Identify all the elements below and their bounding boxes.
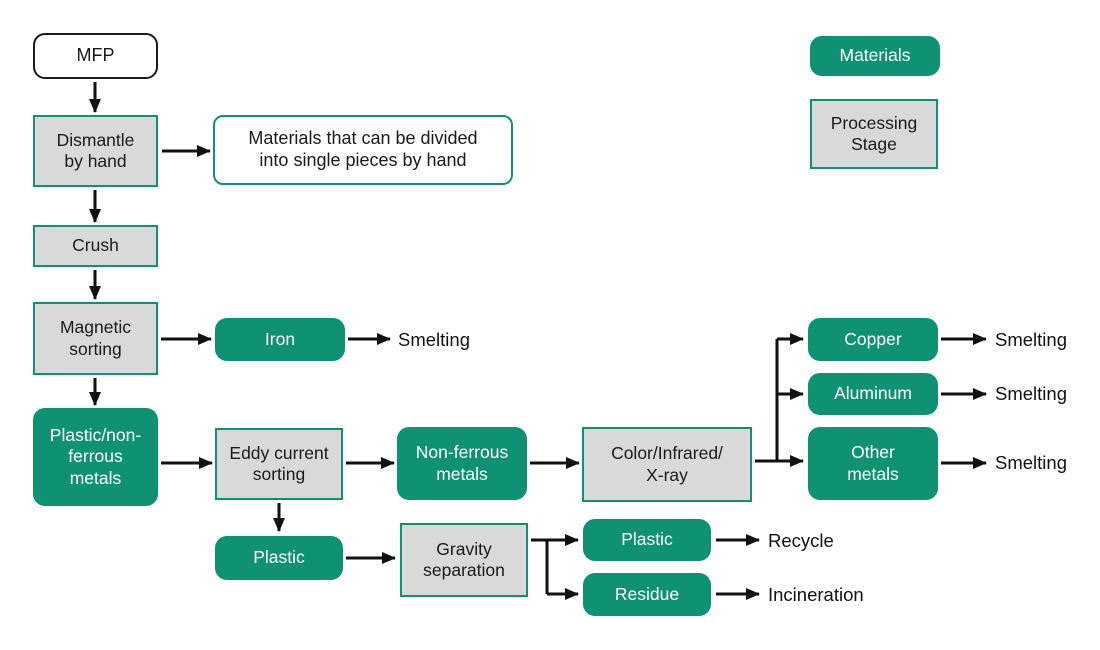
node-copper: Copper	[808, 318, 938, 361]
label-incineration: Incineration	[768, 584, 864, 605]
label-smelting-copper: Smelting	[995, 329, 1067, 350]
node-residue: Residue	[583, 573, 711, 616]
node-iron: Iron	[215, 318, 345, 361]
node-color-infrared-xray: Color/Infrared/ X-ray	[582, 427, 752, 502]
node-nonferrous-metals: Non-ferrous metals	[397, 427, 527, 500]
node-dismantle-by-hand: Dismantle by hand	[33, 115, 158, 187]
label-smelting-other-metals: Smelting	[995, 452, 1067, 473]
node-mfp: MFP	[33, 33, 158, 79]
node-crush: Crush	[33, 225, 158, 267]
label-smelting-aluminum: Smelting	[995, 383, 1067, 404]
label-smelting-iron: Smelting	[398, 329, 470, 350]
node-plastic-stream: Plastic	[215, 536, 343, 580]
node-eddy-current-sorting: Eddy current sorting	[215, 428, 343, 500]
node-plastic-output: Plastic	[583, 519, 711, 561]
node-gravity-separation: Gravity separation	[400, 523, 528, 597]
label-recycle: Recycle	[768, 530, 834, 551]
legend-processing-stage: Processing Stage	[810, 99, 938, 169]
note-divided-by-hand: Materials that can be divided into singl…	[213, 115, 513, 185]
legend-materials: Materials	[810, 36, 940, 76]
node-other-metals: Other metals	[808, 427, 938, 500]
node-plastic-nonferrous-metals: Plastic/non- ferrous metals	[33, 408, 158, 506]
node-aluminum: Aluminum	[808, 373, 938, 415]
node-magnetic-sorting: Magnetic sorting	[33, 302, 158, 375]
